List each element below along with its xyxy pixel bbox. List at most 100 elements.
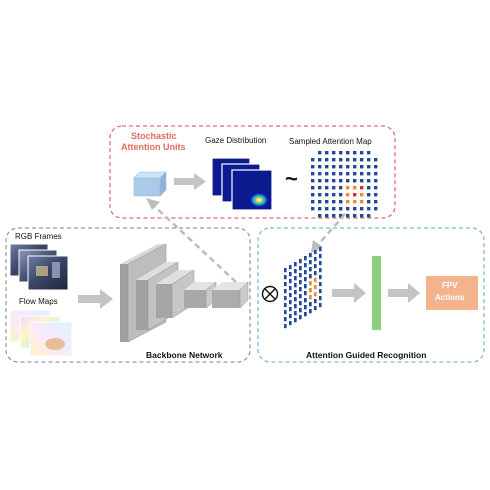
attention-map-cell — [367, 214, 371, 218]
attention-map-cell — [332, 179, 336, 183]
feature-cell — [299, 294, 302, 299]
dashed-arrow-map-to-recognition — [311, 213, 346, 253]
attention-map-cell — [346, 158, 350, 162]
feature-cell — [304, 298, 307, 303]
attention-map-cell — [367, 172, 371, 176]
attention-map-cell — [332, 193, 336, 197]
feature-cell — [299, 315, 302, 320]
feature-cell — [309, 309, 312, 314]
arrow-cube-to-gaze — [174, 173, 206, 190]
feature-cell — [289, 300, 292, 305]
feature-cell — [314, 271, 317, 276]
attention-map-cell — [353, 193, 357, 197]
attention-map-cell — [367, 200, 371, 204]
feature-cell — [314, 257, 317, 262]
attention-map-cell — [360, 193, 364, 197]
attention-map-cell — [374, 207, 378, 211]
feature-cell — [294, 304, 297, 309]
attention-map-cell — [325, 158, 329, 162]
attention-map-cell — [346, 165, 350, 169]
gaze-hotspot — [250, 193, 268, 207]
attention-map-cell — [353, 207, 357, 211]
attention-map-cell — [318, 172, 322, 176]
attention-map-cell — [325, 151, 329, 155]
attention-map-cell — [332, 214, 336, 218]
feature-cell — [294, 269, 297, 274]
flow-maps-stack — [9, 309, 73, 357]
attention-map-cell — [360, 151, 364, 155]
attention-map-cell — [318, 165, 322, 169]
feature-cell — [299, 266, 302, 271]
attention-map-cell — [374, 179, 378, 183]
feature-cell — [309, 288, 312, 293]
attention-map-cell — [339, 151, 343, 155]
attention-map-cell — [339, 158, 343, 162]
attention-map-cell — [360, 214, 364, 218]
attention-map-cell — [339, 165, 343, 169]
attention-guided-recognition-label: Attention Guided Recognition — [306, 350, 427, 360]
attention-map-cell — [346, 172, 350, 176]
feature-cell — [299, 259, 302, 264]
feature-cell — [299, 301, 302, 306]
attention-map-cell — [339, 186, 343, 190]
attention-map-cell — [318, 193, 322, 197]
attention-units-title-line1: Stochastic — [131, 131, 177, 141]
feature-cell — [304, 284, 307, 289]
attention-units-group — [109, 125, 396, 219]
attention-map-cell — [318, 151, 322, 155]
feature-cell — [319, 282, 322, 287]
attention-map-cell — [360, 200, 364, 204]
feature-cell — [289, 321, 292, 326]
attention-map-cell — [360, 207, 364, 211]
attention-map-cell — [332, 158, 336, 162]
attention-map-cell — [374, 186, 378, 190]
feature-cell — [284, 268, 287, 273]
attention-map-cell — [332, 165, 336, 169]
flow-maps-label: Flow Maps — [19, 297, 58, 306]
attention-map-cell — [325, 172, 329, 176]
arrow-fc-to-output — [388, 283, 420, 303]
attention-map-cell — [339, 179, 343, 183]
feature-cell — [289, 272, 292, 277]
attention-map-cell — [332, 200, 336, 204]
attention-map-cell — [339, 172, 343, 176]
backbone-group — [5, 227, 251, 363]
attention-map-cell — [374, 172, 378, 176]
attention-map-cell — [353, 214, 357, 218]
attended-feature-stack — [284, 247, 322, 329]
feature-cell — [284, 310, 287, 315]
feature-cell — [294, 311, 297, 316]
feature-cell — [309, 295, 312, 300]
feature-cell — [319, 254, 322, 259]
attention-map-cell — [367, 207, 371, 211]
attention-map-cell — [346, 193, 350, 197]
gaze-distribution-label: Gaze Distribution — [205, 136, 267, 145]
feature-cell — [314, 285, 317, 290]
fc-layer — [372, 256, 381, 330]
feature-cell — [289, 293, 292, 298]
feature-cell — [299, 308, 302, 313]
gaze-distribution-stack — [211, 157, 273, 211]
fpv-actions-line2: Actions — [435, 293, 465, 302]
attention-map-cell — [311, 200, 315, 204]
attention-map-cell — [367, 151, 371, 155]
attention-map-cell — [318, 214, 322, 218]
feature-cell — [284, 303, 287, 308]
feature-cell — [309, 274, 312, 279]
feature-cell — [299, 273, 302, 278]
feature-cell — [284, 275, 287, 280]
attention-map-cell — [318, 200, 322, 204]
attention-map-cell — [374, 158, 378, 162]
attention-map-cell — [311, 179, 315, 183]
feature-cell — [294, 283, 297, 288]
attention-map-cell — [353, 179, 357, 183]
backbone-layers — [120, 243, 249, 343]
attention-map-cell — [374, 165, 378, 169]
feature-cell — [294, 262, 297, 267]
attention-map-cell — [353, 172, 357, 176]
arrow-inputs-to-backbone — [78, 289, 113, 309]
attention-map-cell — [325, 207, 329, 211]
attention-map-cell — [374, 200, 378, 204]
feature-cell — [314, 264, 317, 269]
